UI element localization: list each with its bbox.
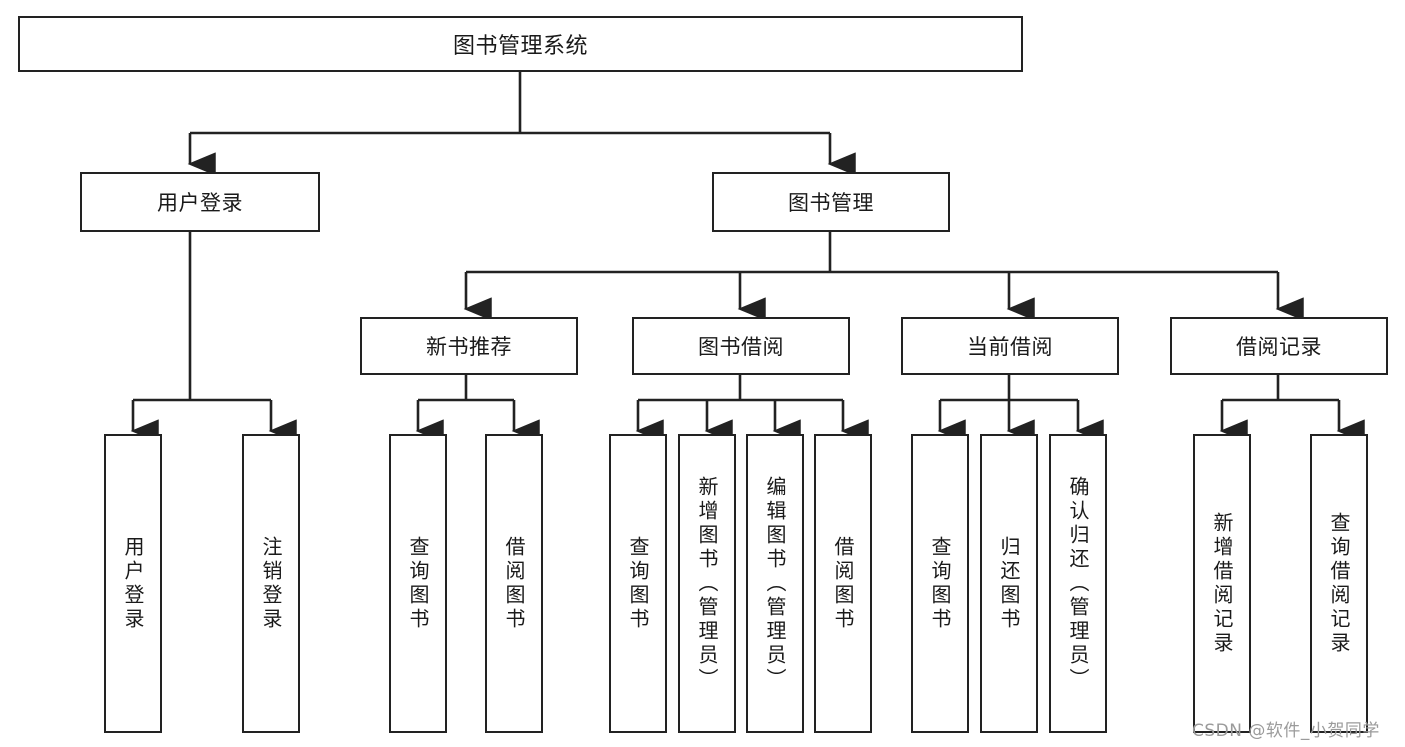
node-borrow-record[interactable]: 借阅记录 xyxy=(1170,317,1388,375)
leaf-logout[interactable]: 注销登录 xyxy=(242,434,300,733)
node-label: 借阅记录 xyxy=(1236,335,1322,359)
leaf-confirm-return-admin[interactable]: 确认归还（管理员） xyxy=(1049,434,1107,733)
node-label: 当前借阅 xyxy=(967,335,1053,359)
leaf-return-book[interactable]: 归还图书 xyxy=(980,434,1038,733)
leaf-query-book-current[interactable]: 查询图书 xyxy=(911,434,969,733)
node-label: 查询图书 xyxy=(928,535,952,632)
node-label: 用户登录 xyxy=(121,535,145,632)
node-book-management[interactable]: 图书管理 xyxy=(712,172,950,232)
node-label: 新增借阅记录 xyxy=(1210,511,1234,656)
leaf-query-borrow-record[interactable]: 查询借阅记录 xyxy=(1310,434,1368,733)
node-current-borrow[interactable]: 当前借阅 xyxy=(901,317,1119,375)
node-label: 借阅图书 xyxy=(502,535,526,632)
leaf-user-login[interactable]: 用户登录 xyxy=(104,434,162,733)
node-label: 查询图书 xyxy=(626,535,650,632)
node-label: 图书管理系统 xyxy=(452,34,588,59)
node-label: 图书管理 xyxy=(788,191,874,215)
leaf-borrow-book[interactable]: 借阅图书 xyxy=(814,434,872,733)
node-label: 确认归还（管理员） xyxy=(1066,475,1090,692)
node-label: 用户登录 xyxy=(157,191,243,215)
node-root-system[interactable]: 图书管理系统 xyxy=(18,16,1023,72)
leaf-add-borrow-record[interactable]: 新增借阅记录 xyxy=(1193,434,1251,733)
node-user-login[interactable]: 用户登录 xyxy=(80,172,320,232)
node-book-borrow[interactable]: 图书借阅 xyxy=(632,317,850,375)
node-label: 新增图书（管理员） xyxy=(695,475,719,692)
node-label: 编辑图书（管理员） xyxy=(763,475,787,692)
leaf-add-book-admin[interactable]: 新增图书（管理员） xyxy=(678,434,736,733)
node-label: 查询借阅记录 xyxy=(1327,511,1351,656)
node-new-book-recommend[interactable]: 新书推荐 xyxy=(360,317,578,375)
node-label: 图书借阅 xyxy=(698,335,784,359)
node-label: 新书推荐 xyxy=(426,335,512,359)
leaf-query-book-borrow[interactable]: 查询图书 xyxy=(609,434,667,733)
node-label: 查询图书 xyxy=(406,535,430,632)
leaf-edit-book-admin[interactable]: 编辑图书（管理员） xyxy=(746,434,804,733)
leaf-query-book-recommend[interactable]: 查询图书 xyxy=(389,434,447,733)
leaf-borrow-book-recommend[interactable]: 借阅图书 xyxy=(485,434,543,733)
node-label: 借阅图书 xyxy=(831,535,855,632)
node-label: 归还图书 xyxy=(997,535,1021,632)
node-label: 注销登录 xyxy=(259,535,283,632)
csdn-watermark: CSDN @软件_小贺同学 xyxy=(1192,721,1380,741)
